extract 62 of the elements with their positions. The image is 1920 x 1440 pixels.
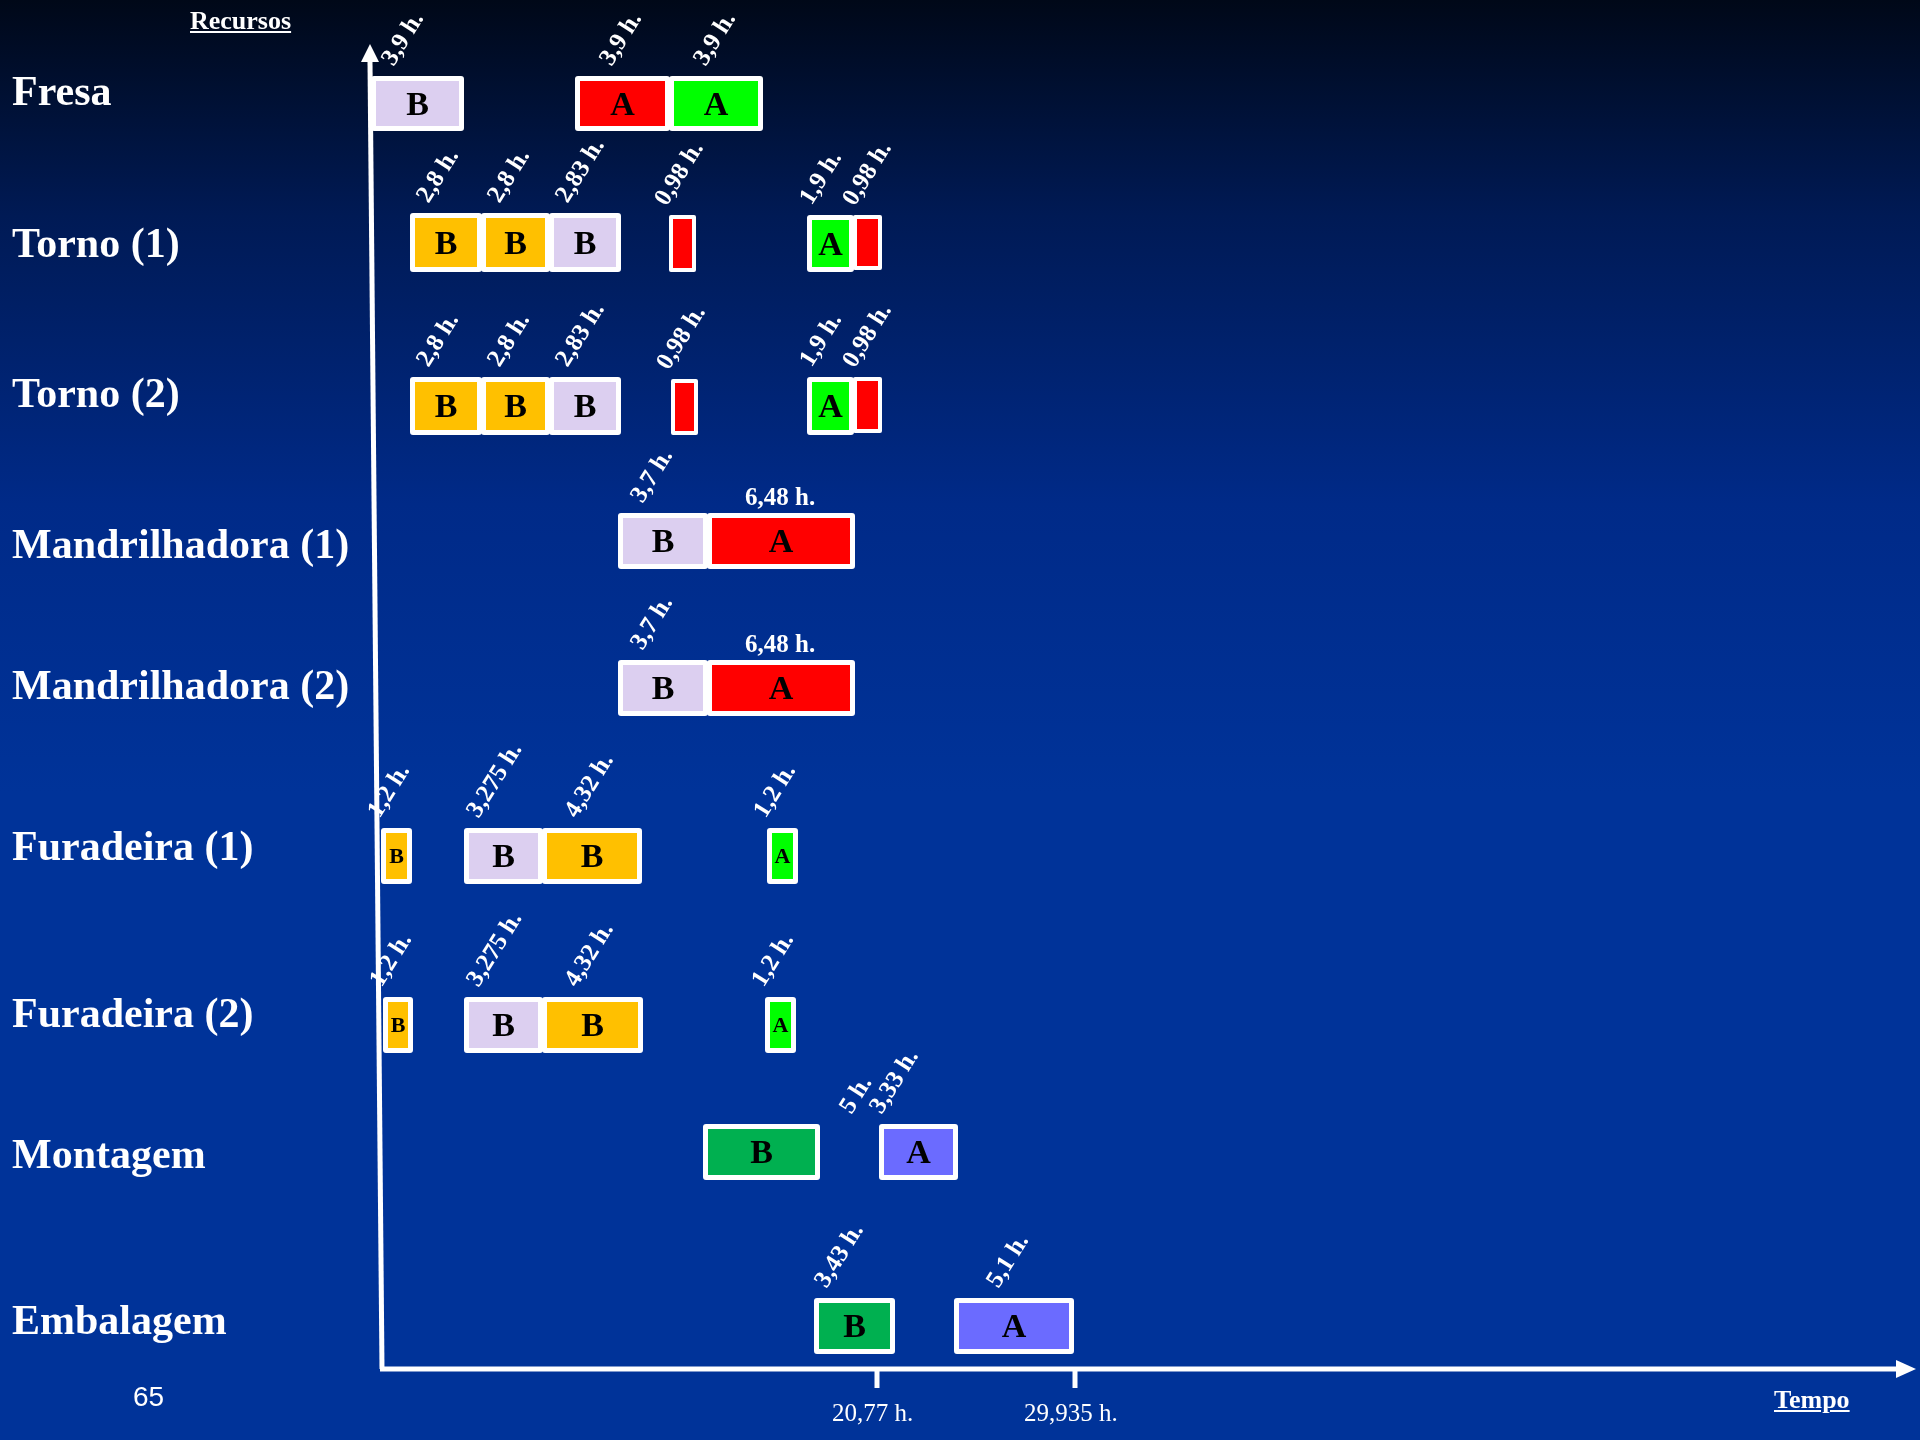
duration-label: 3,9 h. [593, 6, 646, 69]
product-letter: B [650, 524, 676, 558]
duration-label: 1,2 h. [745, 927, 798, 990]
resource-label: Embalagem [12, 1299, 227, 1341]
page-number: 65 [133, 1383, 165, 1411]
product-letter: A [609, 86, 636, 121]
product-letter: B [503, 389, 528, 423]
duration-label: 0,98 h. [648, 136, 708, 209]
product-letter: A [817, 389, 844, 423]
tick-label: 29,935 h. [1024, 1400, 1118, 1425]
resource-label: Torno (2) [12, 372, 180, 414]
duration-label: 2,8 h. [481, 307, 534, 370]
duration-label: 2,83 h. [549, 297, 609, 370]
resource-label: Fresa [12, 70, 112, 112]
product-letter: B [579, 839, 605, 873]
product-letter: B [491, 839, 516, 873]
duration-label: 3,43 h. [808, 1218, 868, 1291]
product-letter: B [572, 225, 598, 260]
duration-label: 0,98 h. [650, 300, 710, 373]
product-letter: B [388, 845, 405, 867]
duration-label: 6,48 h. [745, 484, 816, 509]
resource-label: Montagem [12, 1133, 206, 1175]
duration-label: 5,1 h. [980, 1228, 1033, 1291]
product-letter: B [491, 1008, 516, 1042]
resource-label: Furadeira (2) [12, 992, 254, 1034]
product-letter: A [905, 1135, 932, 1169]
product-letter: B [749, 1135, 774, 1169]
resource-label: Mandrilhadora (2) [12, 664, 350, 706]
product-letter: A [817, 226, 844, 261]
product-letter: B [650, 671, 676, 705]
product-letter: B [572, 389, 598, 423]
product-letter: A [1000, 1309, 1028, 1343]
duration-label: 3,9 h. [687, 6, 740, 69]
tick-label: 20,77 h. [832, 1400, 914, 1425]
resource-label: Torno (1) [12, 222, 180, 264]
duration-label: 3,9 h. [375, 6, 428, 69]
duration-label: 2,8 h. [481, 143, 534, 206]
product-letter: B [580, 1008, 605, 1042]
product-letter: B [433, 225, 459, 260]
product-letter: B [405, 86, 430, 121]
product-letter: B [433, 389, 459, 423]
product-letter: A [771, 1014, 790, 1036]
duration-label: 2,8 h. [410, 143, 463, 206]
duration-label: 3,7 h. [624, 590, 677, 653]
duration-label: 1,2 h. [747, 758, 800, 821]
resource-label: Mandrilhadora (1) [12, 523, 350, 565]
duration-label: 6,48 h. [745, 631, 816, 656]
product-letter: A [767, 524, 795, 558]
duration-label: 4,32 h. [558, 917, 618, 990]
product-letter: A [702, 86, 730, 121]
duration-label: 2,83 h. [549, 133, 609, 206]
product-letter: B [389, 1014, 407, 1036]
product-letter: B [503, 225, 528, 260]
duration-label: 4,32 h. [558, 748, 618, 821]
product-letter: A [773, 845, 792, 867]
axis-title: Recursos [190, 8, 292, 34]
product-letter: A [767, 671, 795, 705]
axis-title: Tempo [1774, 1387, 1850, 1413]
duration-label: 3,7 h. [624, 443, 677, 506]
duration-label: 2,8 h. [410, 307, 463, 370]
resource-label: Furadeira (1) [12, 825, 254, 867]
product-letter: B [842, 1309, 867, 1343]
